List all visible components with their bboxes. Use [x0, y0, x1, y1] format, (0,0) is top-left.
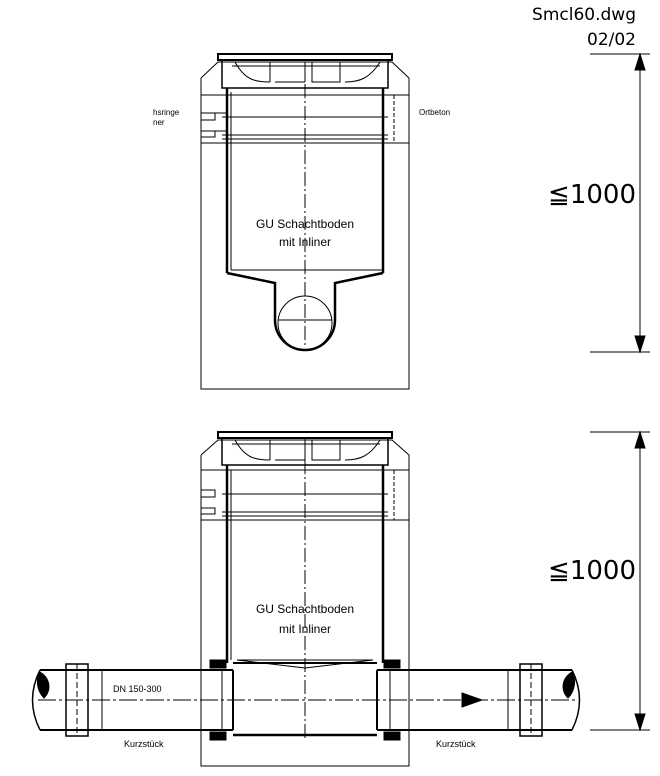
bottom-center-label-1: GU Schachtboden: [256, 602, 354, 616]
pipe-run: [31, 659, 581, 741]
title-block: Smcl60.dwg 02/02: [532, 5, 636, 50]
left-label-1: hsringe: [153, 108, 180, 117]
ortbeton-label: Ortbeton: [419, 108, 450, 117]
top-center-label-2: mit Inliner: [279, 235, 331, 249]
bottom-center-label-2: mit Inliner: [279, 622, 331, 636]
top-dimension-text: ≦1000: [548, 180, 636, 210]
pipe-dn-label: DN 150-300: [113, 684, 162, 694]
left-kurzstueck-label: Kurzstück: [124, 739, 164, 749]
file-name: Smcl60.dwg: [532, 5, 636, 25]
bottom-dimension-text: ≦1000: [548, 556, 636, 586]
sheet-number: 02/02: [587, 30, 636, 50]
bottom-dimension: [590, 430, 650, 732]
left-label-2: ner: [153, 118, 165, 127]
bottom-section-view: [31, 431, 581, 767]
top-dimension: [590, 52, 650, 354]
right-kurzstueck-label: Kurzstück: [436, 739, 476, 749]
manhole-cover: [200, 53, 410, 95]
top-section-view: [200, 53, 410, 390]
top-center-label-1: GU Schachtboden: [256, 217, 354, 231]
